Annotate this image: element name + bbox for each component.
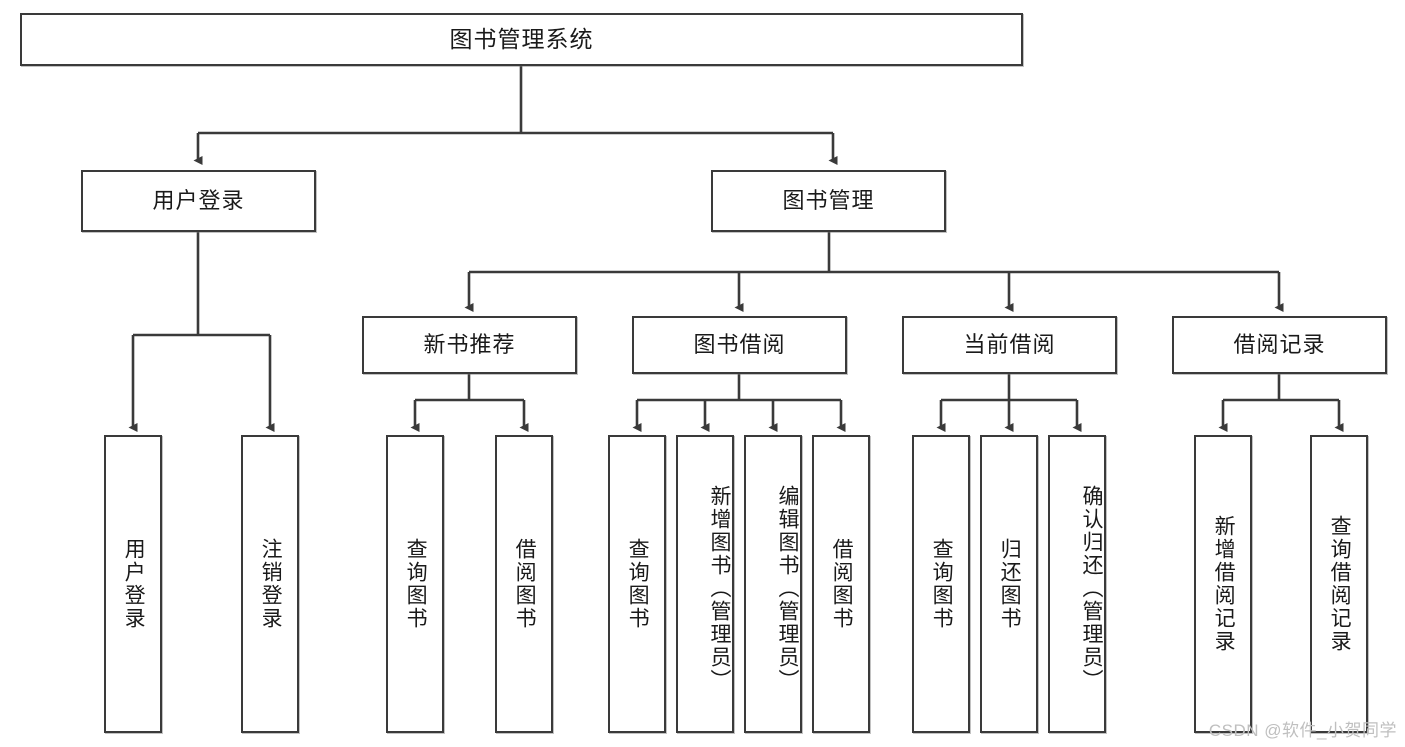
watermark: CSDN @软件_小贺同学 (1208, 721, 1397, 740)
node-leaf-query-book-2[interactable]: 查询图书 (608, 435, 666, 733)
node-leaf-user-login-label: 用户登录 (122, 538, 146, 630)
node-leaf-user-login[interactable]: 用户登录 (104, 435, 162, 733)
node-book-management[interactable]: 图书管理 (711, 170, 946, 232)
node-leaf-confirm-return[interactable]: 确认归还（管理员） (1048, 435, 1106, 733)
node-current-borrow-label: 当前借阅 (963, 331, 1056, 357)
node-leaf-borrow-book-2[interactable]: 借阅图书 (812, 435, 870, 733)
node-new-book-recommend-label: 新书推荐 (423, 331, 516, 357)
node-leaf-query-book-2-label: 查询图书 (626, 538, 650, 630)
node-leaf-return-book-label: 归还图书 (998, 538, 1022, 630)
node-leaf-query-record-label: 查询借阅记录 (1328, 515, 1352, 653)
node-leaf-logout-login[interactable]: 注销登录 (241, 435, 299, 733)
node-leaf-borrow-book-1[interactable]: 借阅图书 (495, 435, 553, 733)
node-root[interactable]: 图书管理系统 (20, 13, 1023, 66)
node-book-management-label: 图书管理 (782, 187, 875, 213)
node-leaf-query-record[interactable]: 查询借阅记录 (1310, 435, 1368, 733)
node-user-login-label: 用户登录 (152, 187, 245, 213)
node-leaf-query-book-1[interactable]: 查询图书 (386, 435, 444, 733)
node-leaf-query-book-3[interactable]: 查询图书 (912, 435, 970, 733)
node-root-label: 图书管理系统 (449, 25, 594, 52)
node-book-borrow-label: 图书借阅 (693, 331, 786, 357)
node-borrow-record-label: 借阅记录 (1233, 331, 1326, 357)
node-leaf-add-record[interactable]: 新增借阅记录 (1194, 435, 1252, 733)
node-leaf-add-book-label: 新增图书（管理员） (708, 484, 731, 692)
node-user-login[interactable]: 用户登录 (81, 170, 316, 232)
node-borrow-record[interactable]: 借阅记录 (1172, 316, 1387, 374)
node-leaf-logout-login-label: 注销登录 (259, 538, 283, 630)
node-current-borrow[interactable]: 当前借阅 (902, 316, 1117, 374)
node-leaf-add-book[interactable]: 新增图书（管理员） (676, 435, 734, 733)
node-book-borrow[interactable]: 图书借阅 (632, 316, 847, 374)
node-leaf-borrow-book-2-label: 借阅图书 (830, 538, 854, 630)
node-leaf-query-book-1-label: 查询图书 (404, 538, 428, 630)
node-leaf-confirm-return-label: 确认归还（管理员） (1080, 484, 1103, 692)
node-leaf-borrow-book-1-label: 借阅图书 (513, 538, 537, 630)
node-leaf-add-record-label: 新增借阅记录 (1212, 515, 1236, 653)
node-leaf-return-book[interactable]: 归还图书 (980, 435, 1038, 733)
node-leaf-edit-book[interactable]: 编辑图书（管理员） (744, 435, 802, 733)
node-leaf-query-book-3-label: 查询图书 (930, 538, 954, 630)
node-leaf-edit-book-label: 编辑图书（管理员） (776, 484, 799, 692)
node-new-book-recommend[interactable]: 新书推荐 (362, 316, 577, 374)
